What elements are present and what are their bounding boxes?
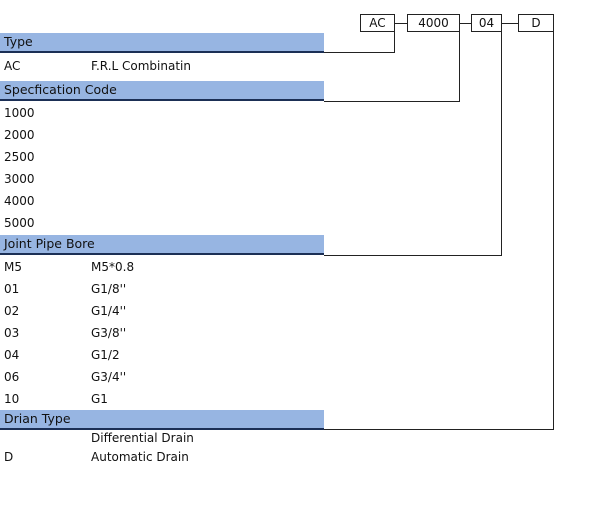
row-description: G3/8'' <box>91 326 127 340</box>
section-header-type: Type <box>0 33 324 53</box>
code-separator <box>460 23 471 24</box>
row-code: 3000 <box>4 172 35 186</box>
connector-drain-vertical <box>553 32 554 430</box>
row-description: G1/4'' <box>91 304 127 318</box>
section-header-drain: Drian Type <box>0 410 324 430</box>
row-code: AC <box>4 59 21 73</box>
row-code: 4000 <box>4 194 35 208</box>
row-code: 2000 <box>4 128 35 142</box>
connector-type-vertical <box>394 32 395 53</box>
row-code: D <box>4 450 14 464</box>
code-box-bore: 04 <box>471 14 502 32</box>
section-header-bore: Joint Pipe Bore <box>0 235 324 255</box>
code-separator <box>502 23 518 24</box>
row-code: 02 <box>4 304 20 318</box>
row-description: G1/2 <box>91 348 120 362</box>
section-header-spec: Specfication Code <box>0 81 324 101</box>
row-description: M5*0.8 <box>91 260 135 274</box>
code-box-drain: D <box>518 14 554 32</box>
connector-bore-horizontal <box>324 255 502 256</box>
row-code: M5 <box>4 260 22 274</box>
connector-type-horizontal <box>324 52 395 53</box>
code-separator <box>395 23 407 24</box>
row-description: Differential Drain <box>91 431 194 445</box>
connector-spec-horizontal <box>324 101 460 102</box>
code-box-spec: 4000 <box>407 14 460 32</box>
row-code: 03 <box>4 326 20 340</box>
row-code: 06 <box>4 370 20 384</box>
row-description: Automatic Drain <box>91 450 189 464</box>
row-description: G1 <box>91 392 108 406</box>
row-code: 01 <box>4 282 20 296</box>
row-code: 1000 <box>4 106 35 120</box>
row-description: G3/4'' <box>91 370 127 384</box>
row-code: 2500 <box>4 150 35 164</box>
row-code: 04 <box>4 348 20 362</box>
row-code: 5000 <box>4 216 35 230</box>
connector-bore-vertical <box>501 32 502 256</box>
connector-drain-horizontal <box>324 429 554 430</box>
row-description: F.R.L Combinatin <box>91 59 191 73</box>
connector-spec-vertical <box>459 32 460 102</box>
row-code: 10 <box>4 392 20 406</box>
row-description: G1/8'' <box>91 282 127 296</box>
code-box-type: AC <box>360 14 395 32</box>
